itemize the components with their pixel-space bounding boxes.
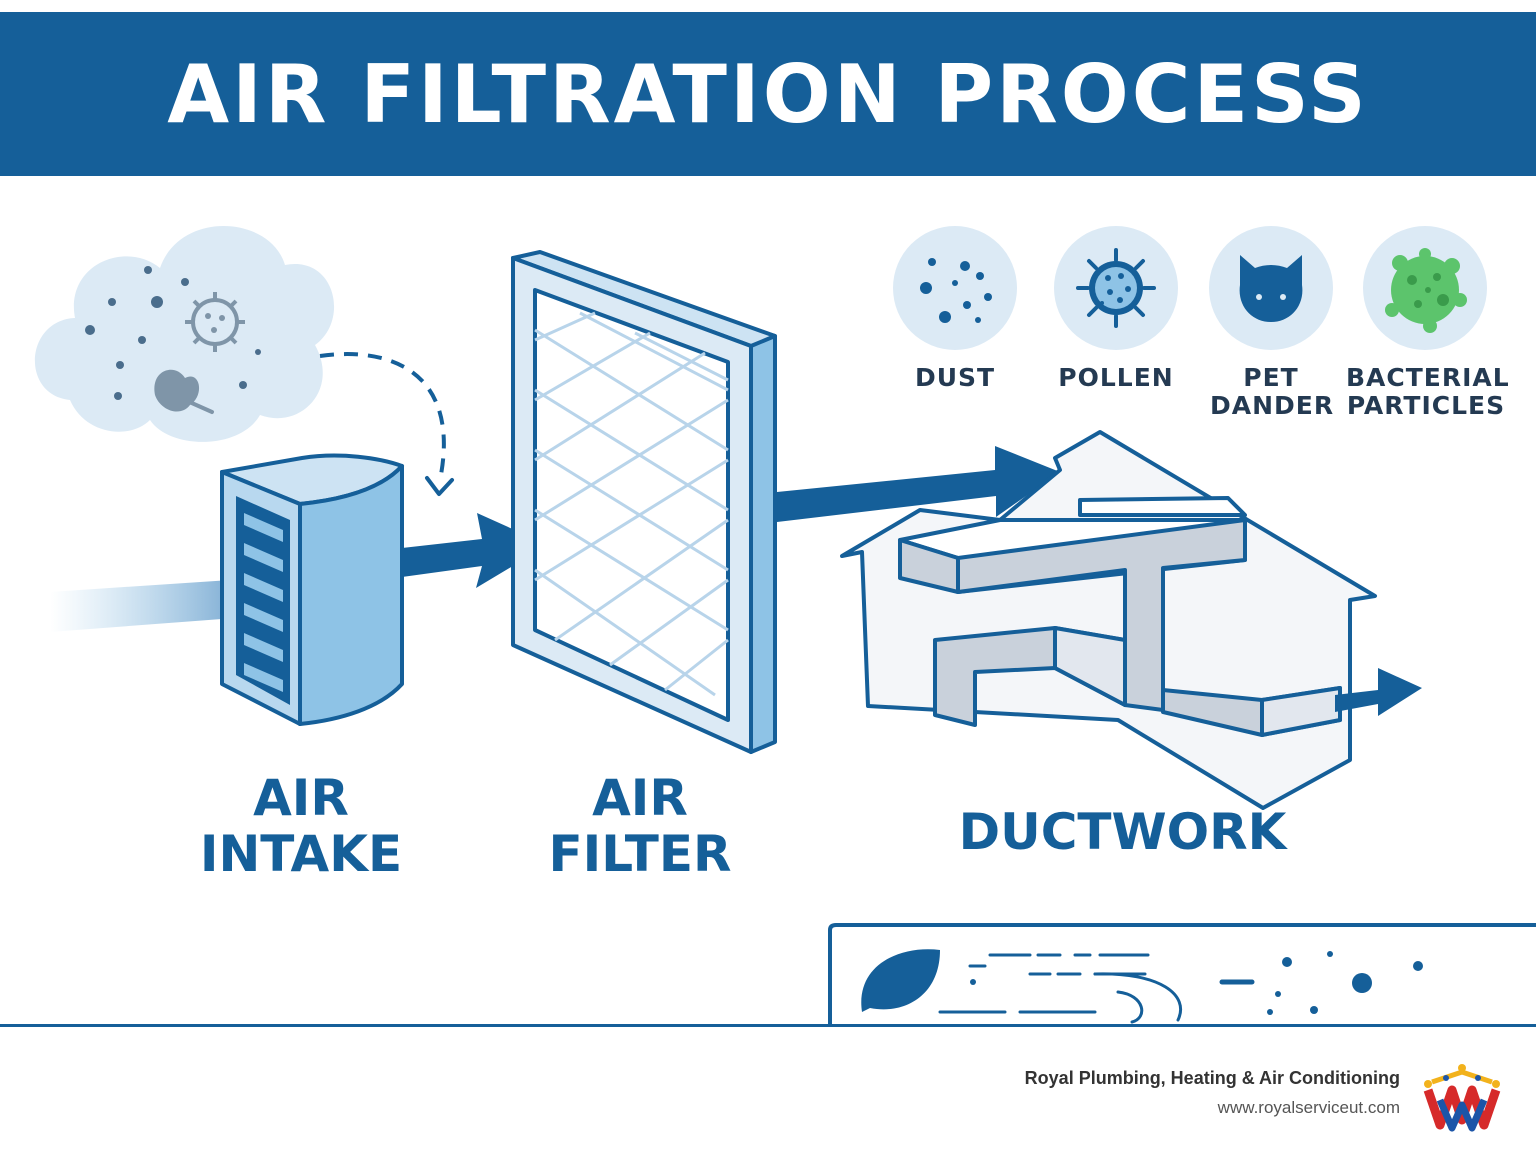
footer-divider — [0, 1024, 1536, 1027]
pollen-icon — [1076, 248, 1156, 328]
intake-grille-slats — [244, 513, 283, 692]
title-banner: AIR FILTRATION PROCESS — [0, 12, 1536, 176]
incoming-airflow — [50, 577, 275, 632]
cloud-germ-icon — [185, 292, 245, 352]
cat-face-icon — [1239, 255, 1303, 322]
filtration-diagram — [34, 225, 1536, 1024]
crown-logo-icon — [1418, 1050, 1506, 1136]
leaf-icon — [861, 949, 940, 1012]
polluted-air-cloud — [34, 225, 335, 442]
pollen-particle-badge — [1054, 226, 1178, 350]
stage-label-ductwork: DUCTWORK — [958, 803, 1287, 861]
air-intake-unit — [220, 453, 404, 726]
company-info: Royal Plumbing, Heating & Air Conditioni… — [1025, 1068, 1400, 1118]
dust-particle-badge — [893, 226, 1017, 350]
cloud-leaf-icon — [154, 369, 214, 414]
dashed-air-path — [319, 352, 446, 481]
particle-label-pollen: POLLEN — [1058, 363, 1174, 392]
flow-arrow-to-ductwork — [777, 446, 1060, 522]
filter-mesh — [534, 311, 729, 697]
ductwork — [898, 496, 1342, 737]
page-title: AIR FILTRATION PROCESS — [167, 47, 1369, 141]
company-name: Royal Plumbing, Heating & Air Conditioni… — [1024, 1068, 1400, 1088]
bacterial-particle-badge — [1363, 226, 1487, 350]
top-margin — [0, 0, 1536, 12]
company-url[interactable]: www.royalserviceut.com — [1217, 1098, 1400, 1117]
pet-dander-particle-badge — [1209, 226, 1333, 350]
air-filter-panel — [511, 250, 777, 754]
clean-air-panel — [828, 923, 1536, 1024]
dust-icon — [920, 258, 992, 323]
particle-label-dust: DUST — [914, 363, 996, 392]
flow-arrow-exit — [1335, 668, 1422, 716]
dashed-arrowhead-icon — [425, 476, 454, 496]
